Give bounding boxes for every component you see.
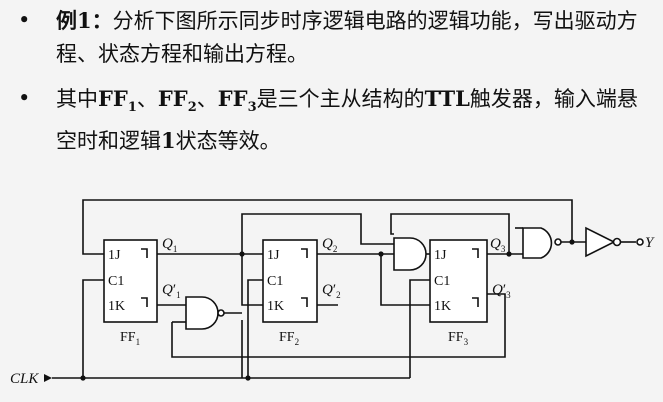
ff1-c-label: C1: [108, 274, 124, 289]
inverter-bubble: [612, 237, 622, 247]
ff1-box: [103, 239, 158, 323]
q2bar-label: Q′2: [322, 282, 341, 300]
bullet-item: • 例1：分析下图所示同步时序逻辑电路的逻辑功能，写出驱动方程、状态方程和输出方…: [18, 4, 648, 71]
ff2-c-label: C1: [267, 274, 283, 289]
ff2-name-label: FF2: [279, 330, 299, 347]
output-y-label: Y: [645, 235, 655, 251]
ff2-box: [262, 239, 318, 323]
clk-arrow-icon: [44, 374, 52, 382]
problem-statement: 分析下图所示同步时序逻辑电路的逻辑功能，写出驱动方程、状态方程和输出方程。: [56, 9, 638, 66]
flipflop-boxes: [103, 239, 488, 323]
bullet-text: 例1：分析下图所示同步时序逻辑电路的逻辑功能，写出驱动方程、状态方程和输出方程。: [56, 4, 648, 71]
ff1-j-label: 1J: [108, 248, 121, 263]
ff3-name-label: FF3: [448, 330, 469, 347]
bullet-text: 其中FF1、FF2、FF3是三个主从结构的TTL触发器，输入端悬空时和逻辑1状态…: [56, 82, 648, 158]
logic-one: 1: [161, 128, 176, 154]
ff2-j-label: 1J: [267, 248, 280, 263]
q2-label: Q2: [322, 236, 337, 254]
ff3-name: FF3: [217, 86, 257, 116]
bullet-item: • 其中FF1、FF2、FF3是三个主从结构的TTL触发器，输入端悬空时和逻辑1…: [18, 82, 648, 158]
and3-bubble: [554, 238, 562, 246]
separator: 、: [196, 87, 218, 111]
wire-clk-ff3: [409, 279, 430, 378]
text-part: 状态等效。: [175, 129, 281, 154]
text-prefix: 其中: [56, 87, 98, 111]
q-labels: Q1 Q′1 Q2 Q′2 Q3 Q′3: [162, 236, 511, 300]
q3-label: Q3: [490, 236, 506, 254]
bullet-marker: •: [18, 86, 31, 110]
junctions: [80, 239, 575, 381]
and1-bubble: [217, 309, 225, 317]
wire-q1-to-k2: [241, 254, 263, 306]
wire-clk-ff2: [247, 279, 263, 378]
ttl-label: TTL: [424, 86, 470, 111]
inverter: [585, 226, 616, 258]
ff3-k-label: 1K: [434, 299, 451, 314]
example-label: 例1: [56, 8, 92, 33]
text-part: 是三个主从结构的: [256, 87, 425, 111]
q1-label: Q1: [162, 236, 177, 254]
ff1-name: FF1: [98, 86, 137, 116]
wires: [52, 199, 636, 379]
wire-q3-feedback: [390, 213, 510, 254]
ff1-k-label: 1K: [108, 299, 125, 314]
example-colon: ：: [91, 8, 113, 33]
ff2-k-label: 1K: [267, 299, 284, 314]
wire-q3bar-feedback: [171, 293, 506, 358]
q3bar-label: Q′3: [492, 282, 511, 300]
gates: [185, 226, 644, 330]
output-terminal: [636, 238, 644, 246]
ff2-name: FF2: [157, 86, 197, 116]
q1bar-label: Q′1: [162, 282, 181, 300]
and-gate-1: [185, 296, 219, 330]
bullet-marker: •: [18, 8, 31, 32]
ff-pin-labels: 1J C1 1K 1J C1 1K 1J C1 1K: [108, 248, 451, 314]
wire-clk-ff1: [82, 279, 104, 378]
ff-names: FF1 FF2 FF3: [120, 330, 469, 347]
wire-q1-to-and: [241, 213, 394, 254]
ms-marks: [141, 248, 479, 307]
wire-q2-to-k3: [380, 254, 430, 306]
ff3-j-label: 1J: [434, 248, 447, 263]
and-gate-3: [522, 227, 553, 259]
ff3-c-label: C1: [434, 274, 450, 289]
and-gate-2: [393, 237, 427, 271]
separator: 、: [136, 87, 158, 111]
ff1-name-label: FF1: [120, 330, 140, 347]
wire-y-feedback: [82, 199, 573, 255]
clk-label: CLK: [10, 371, 39, 387]
text-part: 触发器，输入端悬空时和逻辑: [56, 87, 638, 154]
